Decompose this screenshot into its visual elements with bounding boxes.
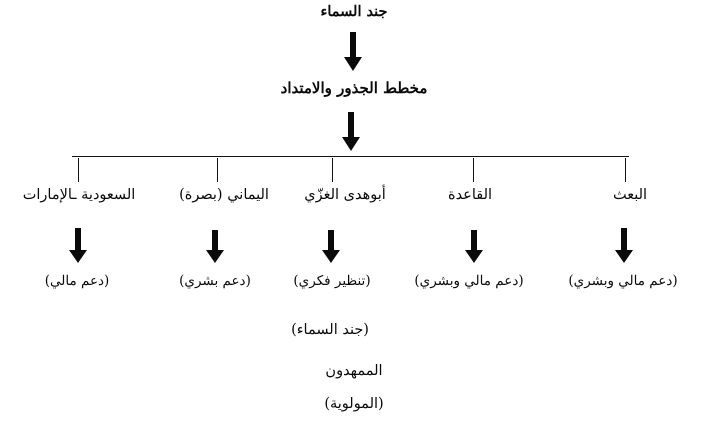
down-arrow-icon-root-to-branches bbox=[341, 112, 361, 152]
footer-line-al-mumahhidoun: الممهدون bbox=[325, 363, 383, 379]
support-label-baath: (دعم مالي وبشري) bbox=[568, 273, 678, 289]
branch-label-abu-huda-al-ghazzi: أبوهدى الغزّي bbox=[304, 187, 386, 203]
branch-label-qaeda: القاعدة bbox=[447, 187, 493, 203]
down-arrow-icon-qaeda bbox=[465, 230, 483, 264]
branch-tick-abu-huda-al-ghazzi bbox=[332, 158, 333, 182]
branch-tick-saudi-uae bbox=[78, 158, 79, 182]
down-arrow-icon-al-yamani-basra bbox=[206, 230, 224, 264]
down-arrow-icon-saudi-uae bbox=[69, 228, 87, 264]
branch-label-al-yamani-basra: اليماني (بصرة) bbox=[179, 187, 269, 203]
branch-connector-line bbox=[72, 156, 629, 157]
support-label-qaeda: (دعم مالي وبشري) bbox=[414, 273, 524, 289]
down-arrow-icon-title-to-root bbox=[343, 32, 363, 72]
support-label-saudi-uae: (دعم مالي) bbox=[44, 273, 110, 289]
branch-label-saudi-uae: السعودية ـالإمارات bbox=[22, 187, 136, 203]
branch-tick-baath bbox=[625, 158, 626, 182]
support-label-abu-huda-al-ghazzi: (تنظير فكري) bbox=[293, 273, 371, 289]
down-arrow-icon-abu-huda-al-ghazzi bbox=[322, 230, 340, 264]
footer-line-jund-al-sama: (جند السماء) bbox=[291, 322, 369, 338]
title-node: جند السماء bbox=[320, 3, 388, 20]
branch-label-baath: البعث bbox=[612, 187, 648, 203]
branch-tick-qaeda bbox=[473, 158, 474, 182]
down-arrow-icon-baath bbox=[615, 228, 633, 264]
root-node: مخطط الجذور والامتداد bbox=[280, 79, 428, 97]
support-label-al-yamani-basra: (دعم بشري) bbox=[179, 273, 251, 289]
branch-tick-al-yamani-basra bbox=[217, 158, 218, 182]
footer-line-al-mawlawiya: (المولوية) bbox=[324, 396, 384, 412]
